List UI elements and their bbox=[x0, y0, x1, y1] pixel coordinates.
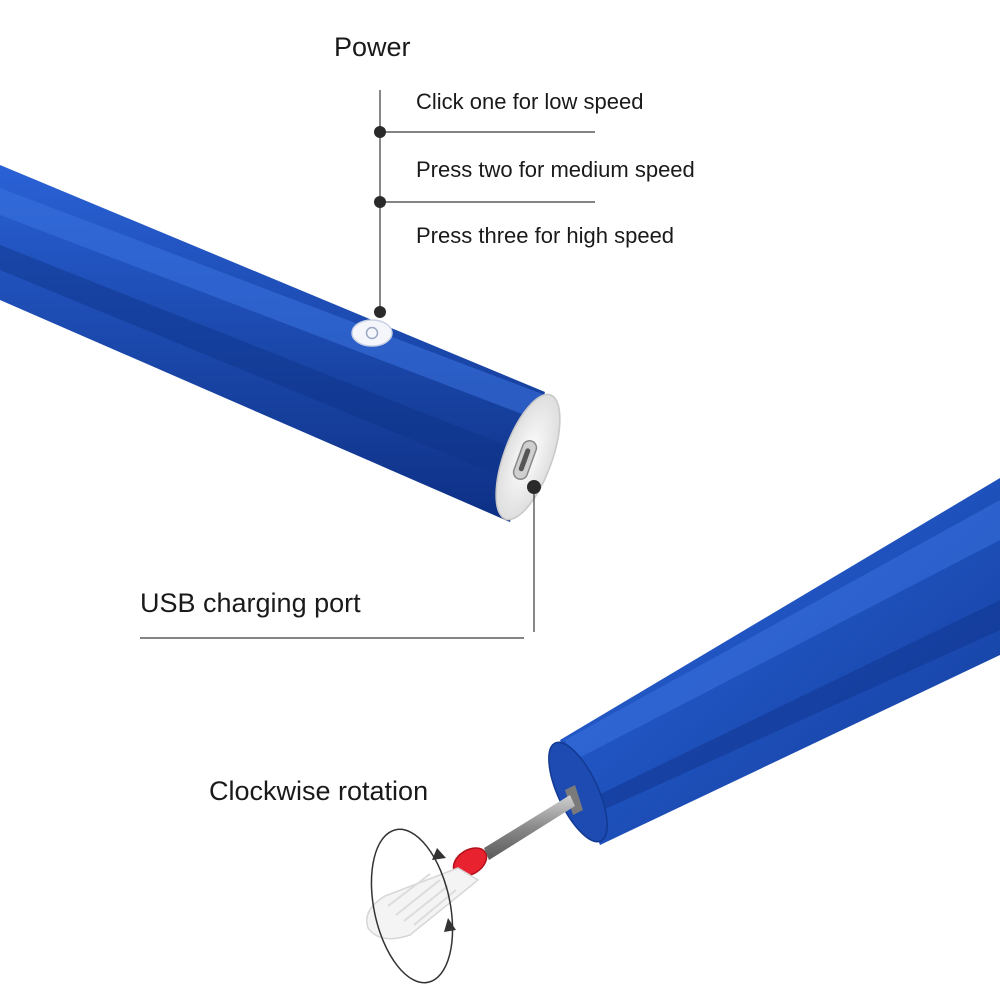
leader-dots bbox=[374, 126, 541, 494]
power-button-icon bbox=[351, 319, 393, 347]
rotation-arrow-icon bbox=[370, 828, 456, 984]
usb-c-port-icon bbox=[512, 440, 538, 480]
ceramic-bit bbox=[366, 867, 480, 940]
speed-medium-label: Press two for medium speed bbox=[416, 157, 695, 182]
pen-lower bbox=[366, 478, 1000, 940]
speed-high-label: Press three for high speed bbox=[416, 223, 675, 248]
usb-charging-port-label: USB charging port bbox=[140, 588, 361, 618]
speed-low-label: Click one for low speed bbox=[416, 89, 644, 114]
power-label: Power bbox=[334, 32, 411, 62]
clockwise-rotation-label: Clockwise rotation bbox=[209, 776, 429, 806]
pen-upper bbox=[0, 165, 561, 522]
